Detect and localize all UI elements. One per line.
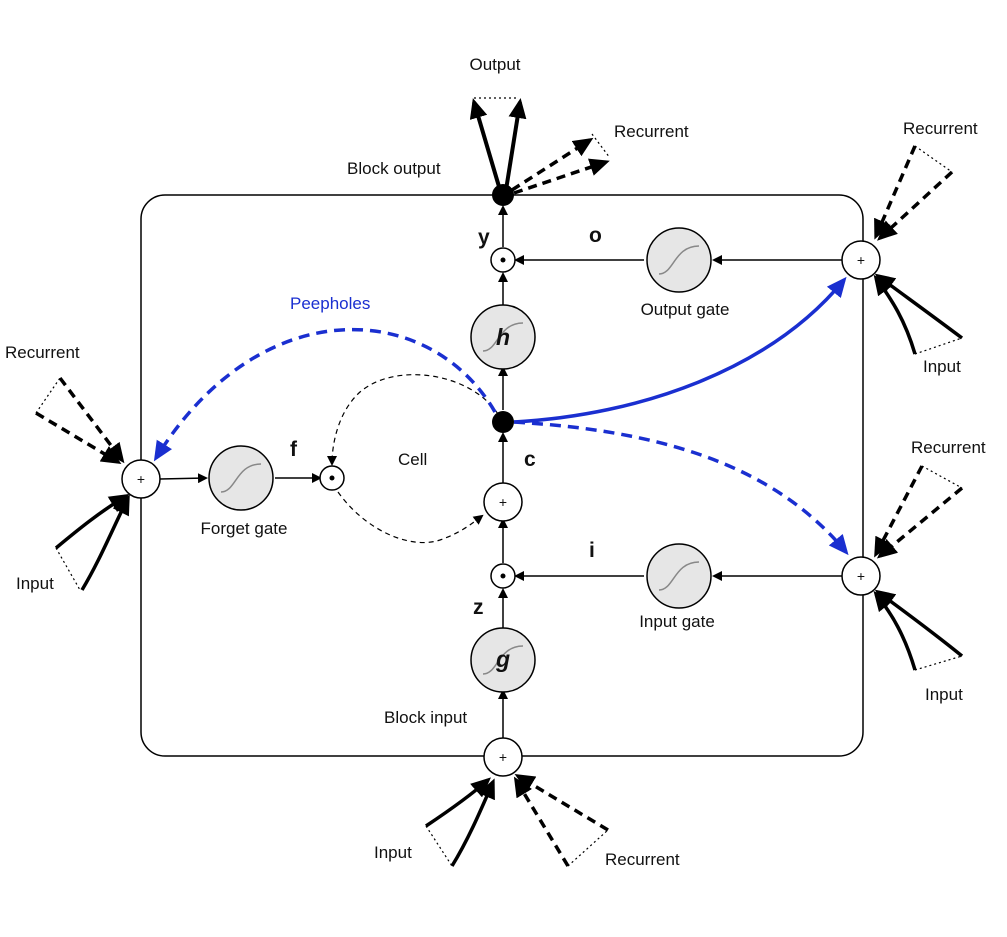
forget-gate-sum-node: +: [121, 459, 161, 499]
recurrent-mid-right-label: Recurrent: [911, 438, 986, 457]
output-gate-sigmoid-icon: [646, 227, 712, 293]
recurrent-top-right-label: Recurrent: [903, 119, 978, 138]
h-activation-node: h: [470, 304, 536, 370]
peepholes-label: Peepholes: [290, 294, 370, 313]
g-activation-node: g: [470, 627, 536, 693]
cell-label: Cell: [398, 450, 427, 469]
block-output-label: Block output: [347, 159, 441, 178]
forget-gate-sigmoid-icon: [208, 445, 274, 511]
var-c-label: c: [524, 448, 536, 471]
input-bottom-label: Input: [374, 843, 412, 862]
input-gate-sigmoid-icon: [646, 543, 712, 609]
input-gate-sum-node: +: [841, 556, 881, 596]
input-top-right-label: Input: [923, 357, 961, 376]
forget-multiply-node: [319, 465, 345, 491]
output-multiply-node: [490, 247, 516, 273]
svg-text:+: +: [499, 494, 507, 510]
cell-state-node: [492, 411, 514, 433]
peephole-to-forget-gate: [153, 327, 497, 462]
block-output-node: [492, 184, 514, 206]
svg-text:h: h: [496, 324, 510, 350]
output-gate-label: Output gate: [641, 300, 730, 319]
input-gate-label: Input gate: [639, 612, 715, 631]
var-i-label: i: [589, 539, 595, 562]
svg-text:+: +: [137, 471, 145, 487]
var-z-label: z: [473, 596, 484, 619]
peephole-to-input-gate: [513, 420, 849, 556]
recurrent-top-label: Recurrent: [614, 122, 689, 141]
peephole-to-output-gate: [513, 276, 847, 424]
svg-text:+: +: [499, 749, 507, 765]
svg-text:+: +: [857, 252, 865, 268]
svg-text:+: +: [857, 568, 865, 584]
block-input-sum-node: +: [483, 737, 523, 777]
recurrent-left-label: Recurrent: [5, 343, 80, 362]
var-y-label: y: [478, 226, 490, 249]
input-left-label: Input: [16, 574, 54, 593]
forget-gate-label: Forget gate: [201, 519, 288, 538]
recurrent-bottom-label: Recurrent: [605, 850, 680, 869]
var-o-label: o: [589, 224, 602, 247]
cell-sum-node: +: [483, 482, 523, 522]
block-input-label: Block input: [384, 708, 467, 727]
output-gate-sum-node: +: [841, 240, 881, 280]
svg-text:g: g: [495, 646, 510, 672]
var-f-label: f: [290, 438, 298, 461]
output-label: Output: [469, 55, 520, 74]
input-bottom-right-label: Input: [925, 685, 963, 704]
input-multiply-node: [490, 563, 516, 589]
